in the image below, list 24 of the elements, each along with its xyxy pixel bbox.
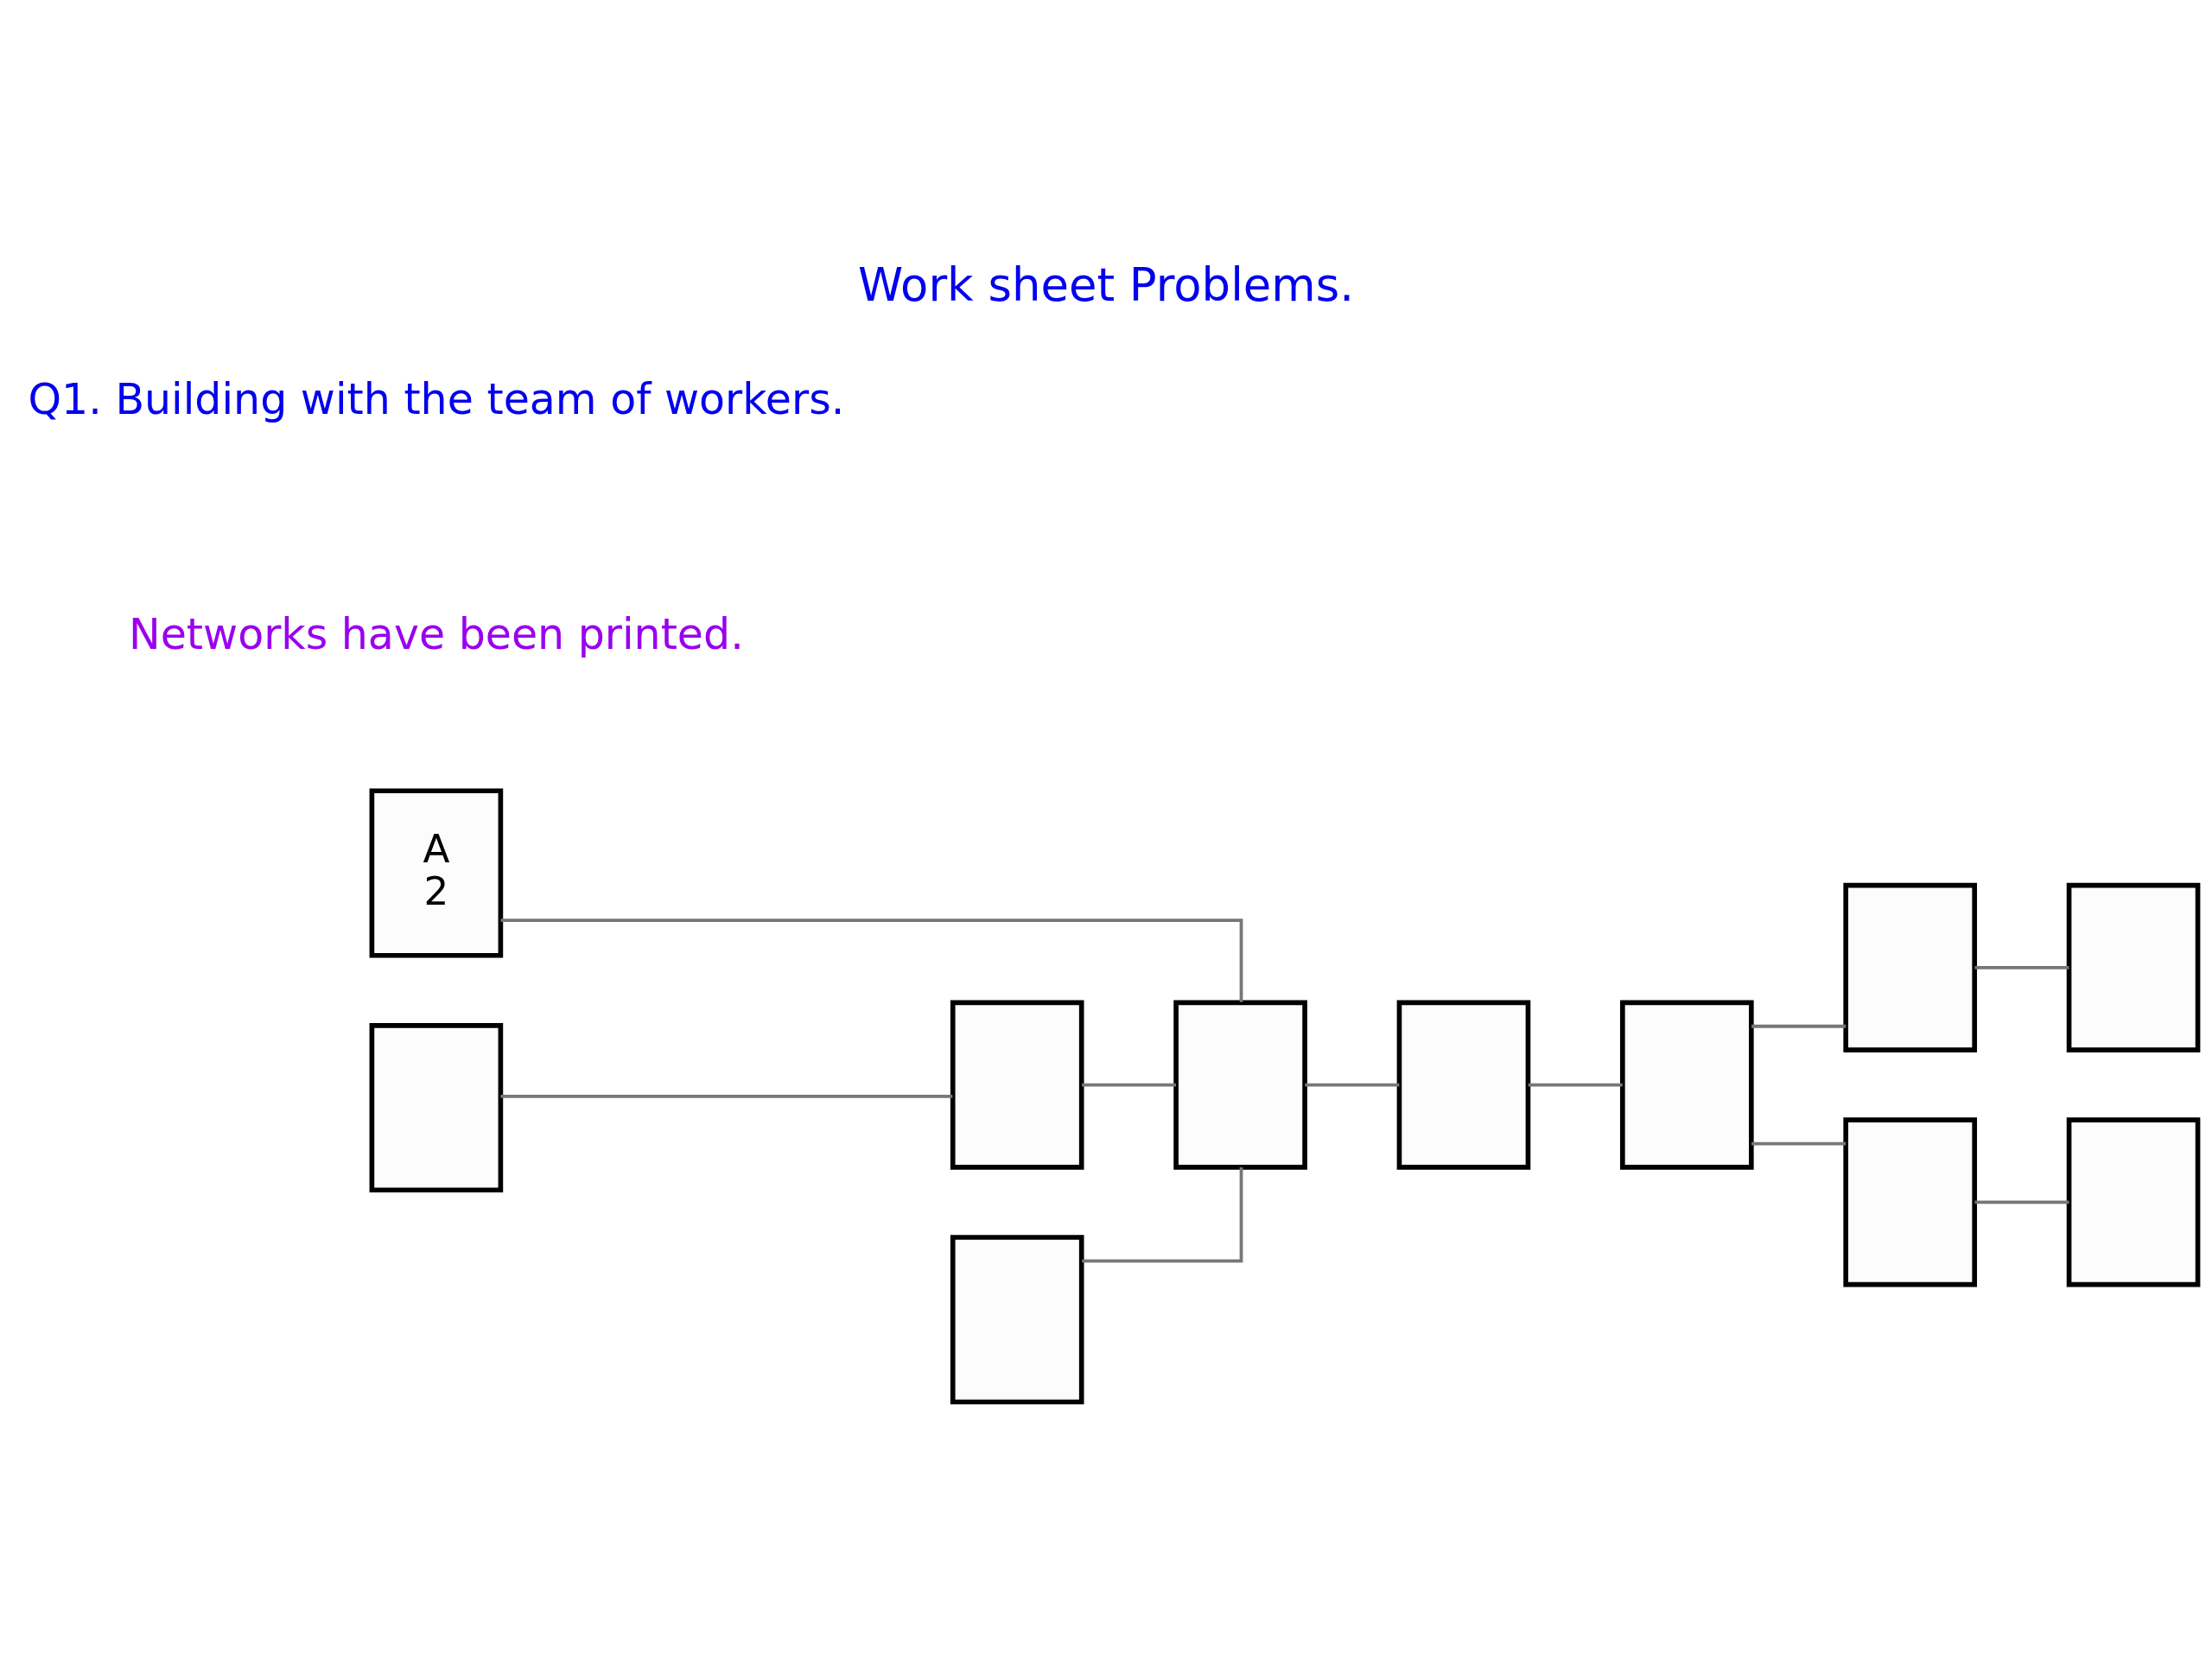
connector [1082,1166,1243,1262]
connector [500,918,1243,1002]
node-box [1843,882,1977,1052]
node-box [1843,1116,1977,1287]
node-box [2066,882,2201,1052]
connector [1974,1200,2069,1204]
node-box [1396,1000,1531,1170]
connector [1081,1083,1176,1087]
node-box [1620,1000,1754,1170]
node-box [950,1000,1084,1170]
connector [1528,1083,1623,1087]
label: Networks have been printed. [129,608,744,659]
label: Q1. Building with the team of workers. [28,373,845,424]
node-box [950,1234,1084,1404]
node-box [2066,1116,2201,1287]
connector [1305,1083,1400,1087]
node-box: A 2 [369,787,504,958]
connector [1751,1141,1847,1145]
node-box [369,1022,504,1192]
diagram-title: Work sheet Problems. [857,257,1355,311]
connector [1751,1024,1847,1028]
node-box [1173,1000,1307,1170]
connector [500,1094,953,1098]
connector [1974,965,2069,969]
